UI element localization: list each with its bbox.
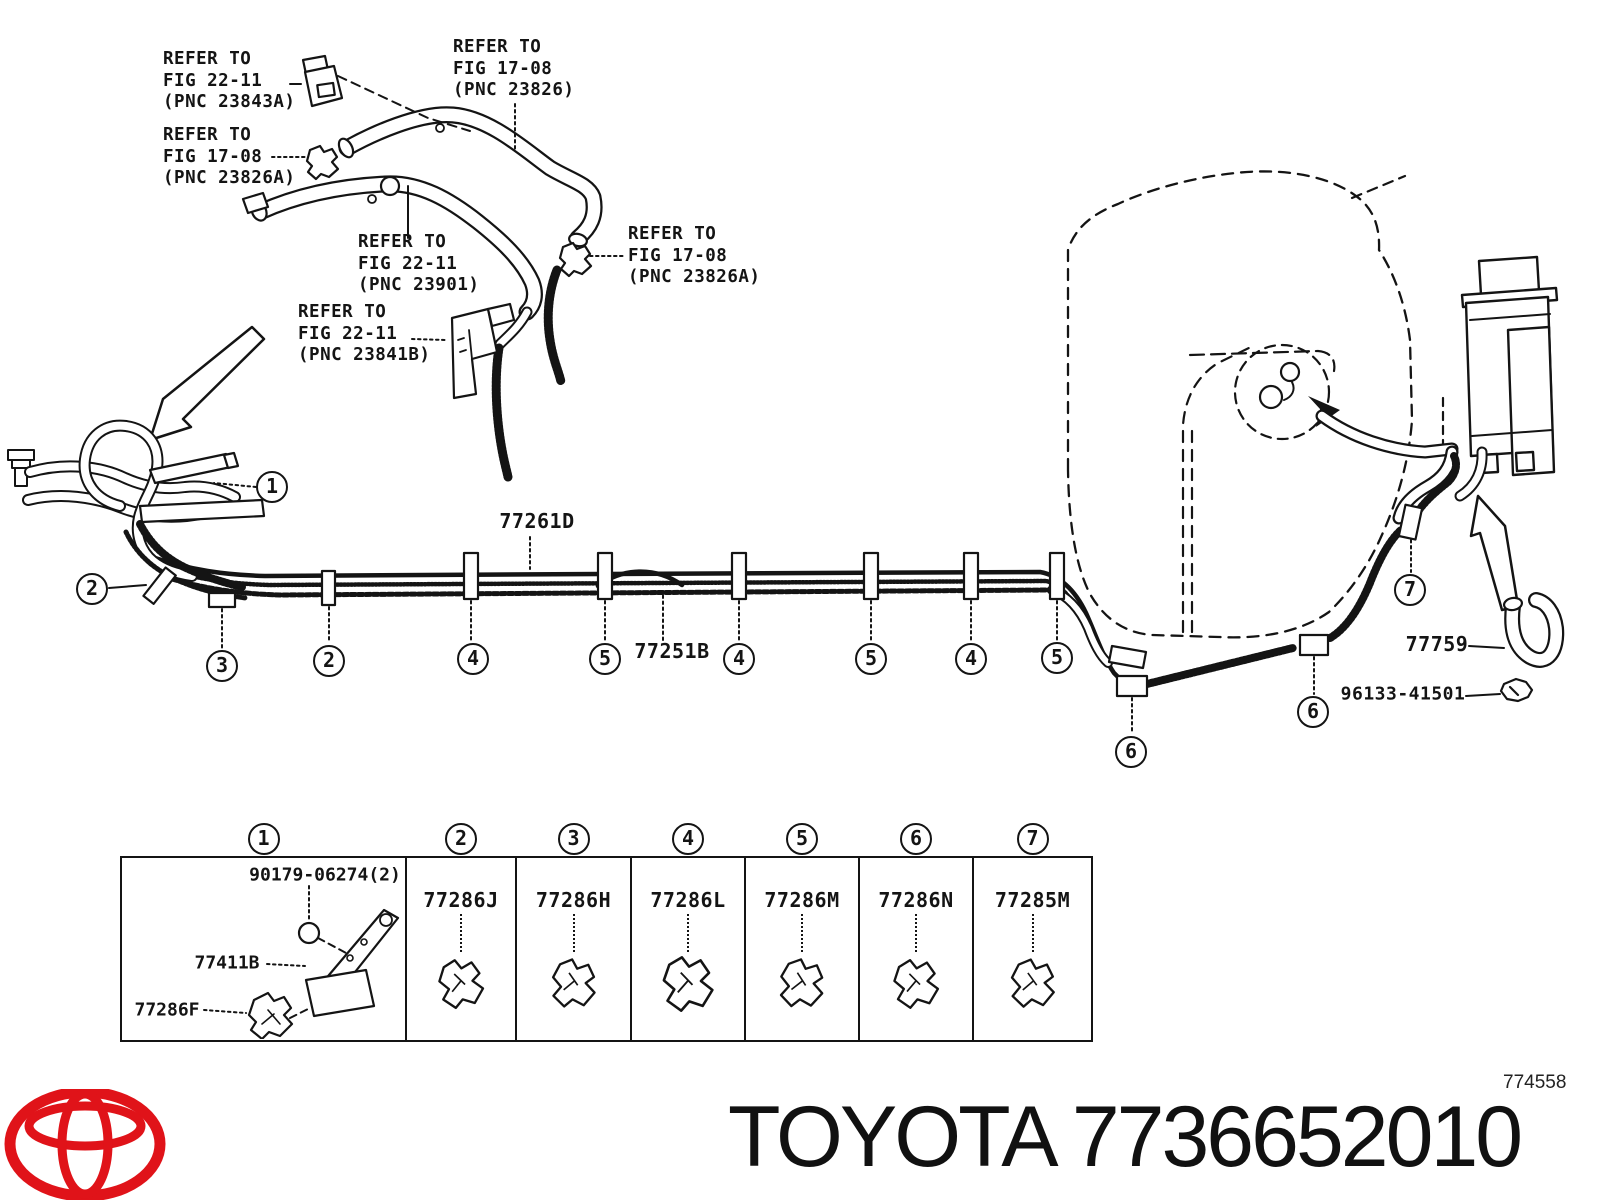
legend-part-label: 77286M <box>764 888 840 912</box>
pipe-clips <box>142 503 1424 698</box>
callout-circle-1: 1 <box>256 471 288 503</box>
legend-column: 7 77285M <box>974 823 1091 1040</box>
clip-icon-23826a-right <box>558 241 593 278</box>
callout-circle-4: 4 <box>723 643 755 675</box>
clip-legend-table: 1 90179-06274(2) 77411B 77286F <box>120 823 1093 1042</box>
leader-line <box>687 914 689 952</box>
footer-title: TOYOTA 7736652010 <box>728 1094 1523 1180</box>
legend-column: 5 77286M <box>746 823 860 1040</box>
leader-line <box>460 914 462 952</box>
leader-line <box>572 914 575 952</box>
fuel-tank-outline <box>1066 170 1414 639</box>
legend-column: 4 77286L <box>632 823 746 1040</box>
part-number-label: 77251B <box>634 639 710 663</box>
pipe-clip-icon <box>1010 958 1055 1008</box>
part-number-label: 96133-41501 <box>1340 683 1466 705</box>
legend-callout-circle: 5 <box>786 823 818 855</box>
legend-part-label: 77286H <box>535 888 612 912</box>
callout-circle-3: 3 <box>206 650 238 682</box>
figure-number: 774558 <box>1503 1072 1567 1093</box>
legend-callout-circle: 4 <box>672 823 704 855</box>
callout-circle-6: 6 <box>1115 736 1147 768</box>
callout-circle-7: 7 <box>1394 574 1426 606</box>
catalog-part-number: 7736652010 <box>1071 1089 1523 1185</box>
legend-column: 1 90179-06274(2) 77411B 77286F <box>122 823 407 1040</box>
rear-hose-77759 <box>1499 592 1565 703</box>
pipe-clip-icon <box>438 959 485 1010</box>
callout-circle-4: 4 <box>955 643 987 675</box>
refer-part-icons <box>301 54 593 400</box>
legend-part-label: 77286L <box>650 888 726 912</box>
legend-part-label: 77286J <box>423 888 499 912</box>
valve-icon-23841b <box>450 302 516 400</box>
legend-part-label: 77286N <box>878 888 954 912</box>
bracket-assembly-drawing <box>203 885 400 1039</box>
pipe-clip-icon <box>662 956 714 1012</box>
legend-part-label: 77285M <box>994 888 1071 912</box>
legend-callout-circle: 3 <box>557 823 590 855</box>
leader-lines <box>213 103 1412 735</box>
callout-circle-6: 6 <box>1297 696 1329 728</box>
refer-to-label: REFER TO FIG 17-08 (PNC 23826) <box>453 37 575 100</box>
leader-line <box>1031 914 1034 952</box>
legend-column: 6 77286N <box>860 823 974 1040</box>
legend-column: 2 77286J <box>407 823 517 1040</box>
legend-callout-circle: 7 <box>1016 823 1049 855</box>
legend-callout-circle: 6 <box>900 823 932 855</box>
refer-to-label: REFER TO FIG 17-08 (PNC 23826A) <box>163 125 296 188</box>
direction-arrow-front <box>148 325 266 442</box>
direction-arrow-rear <box>1469 494 1520 612</box>
front-pipe-assembly <box>7 419 266 601</box>
part-number-label: 77261D <box>499 509 575 533</box>
brand-name: TOYOTA <box>728 1089 1054 1185</box>
refer-hoses <box>241 106 603 482</box>
legend-callout-circle: 2 <box>445 823 477 855</box>
refer-to-label: REFER TO FIG 22-11 (PNC 23843A) <box>163 49 296 112</box>
callout-circle-4: 4 <box>457 643 489 675</box>
refer-to-label: REFER TO FIG 22-11 (PNC 23841B) <box>298 302 431 365</box>
clamp-icon-96133 <box>1499 677 1534 703</box>
legend-column: 3 77286H <box>517 823 632 1040</box>
charcoal-canister <box>1460 255 1559 477</box>
callout-circle-2: 2 <box>76 573 108 605</box>
pipe-clip-icon <box>551 958 596 1008</box>
callout-circle-5: 5 <box>589 643 621 675</box>
pipe-clip-icon <box>893 959 940 1009</box>
leader-line <box>915 914 917 952</box>
toyota-emblem-icon <box>4 1089 166 1200</box>
leader-line <box>801 914 803 952</box>
refer-to-label: REFER TO FIG 22-11 (PNC 23901) <box>358 232 480 295</box>
legend-part-label: 77411B <box>194 952 260 974</box>
legend-part-label: 77286F <box>134 999 200 1021</box>
legend-callout-circle: 1 <box>247 823 280 855</box>
pipe-clip-icon <box>779 958 824 1008</box>
callout-circle-2: 2 <box>313 645 345 677</box>
callout-circle-5: 5 <box>1041 642 1073 674</box>
refer-to-label: REFER TO FIG 17-08 (PNC 23826A) <box>628 224 761 287</box>
part-number-label: 77759 <box>1405 632 1469 656</box>
legend-part-label: 90179-06274(2) <box>249 864 401 886</box>
callout-circle-5: 5 <box>855 643 887 675</box>
clip-icon-23826a-left <box>305 144 340 181</box>
